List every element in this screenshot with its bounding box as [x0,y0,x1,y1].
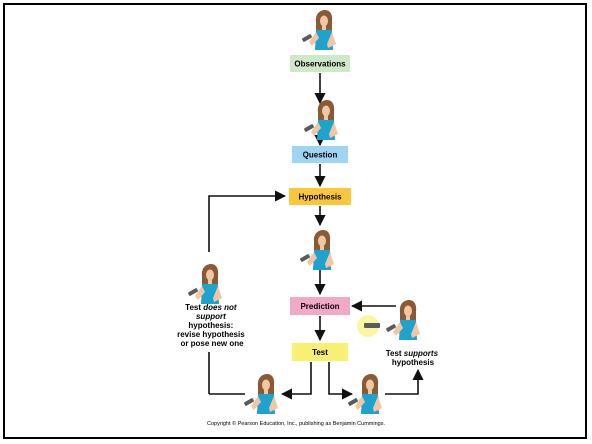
hypothesis-box: Hypothesis [289,188,351,205]
connector-arrows [208,73,424,400]
person-with-flashlight-icon [299,230,334,270]
test-box: Test [292,343,348,361]
person-with-lit-flashlight-icon [357,300,420,340]
loop-not-support-to-hypothesis [208,190,287,252]
question-label: Question [303,151,338,160]
person-with-flashlight-icon [303,100,338,140]
copyright-notice: Copyright © Pearson Education, Inc., pub… [207,420,385,427]
prediction-box: Prediction [290,297,350,315]
prediction-label: Prediction [300,302,339,311]
hypothesis-label: Hypothesis [298,193,342,202]
test-label: Test [312,348,328,357]
person-with-flashlight-icon [347,374,382,414]
observations-label: Observations [294,60,346,69]
person-with-flashlight-icon [243,374,278,414]
not-support-note: Test does not support hypothesis: revise… [177,303,247,348]
observations-box: Observations [290,55,350,72]
person-with-flashlight-icon [187,264,222,304]
connector-support-figure-right [385,368,424,395]
loop-test-to-support-figure [328,362,354,400]
figures [187,10,420,414]
slide-frame [3,3,587,439]
person-with-flashlight-icon [301,10,336,50]
loop-test-to-not-support-figure [280,362,312,400]
question-box: Question [292,146,348,163]
supports-note: Test supports hypothesis [386,349,441,367]
